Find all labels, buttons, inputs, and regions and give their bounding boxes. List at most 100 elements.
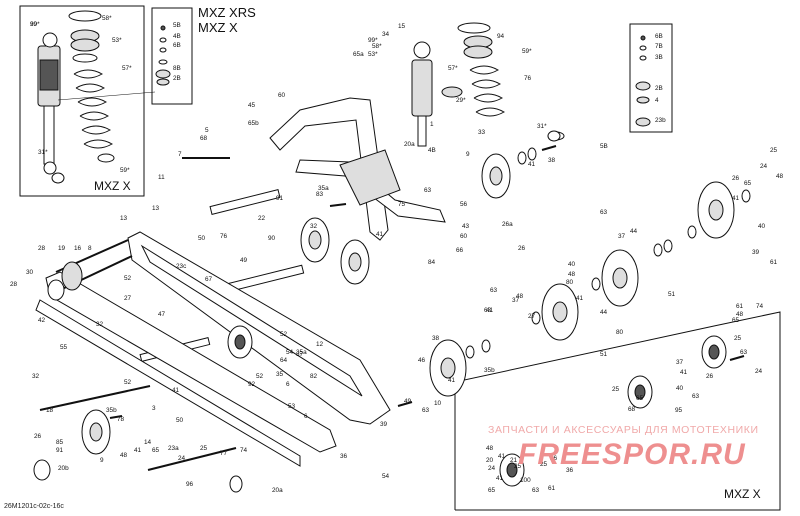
callout-label: 26 (518, 245, 526, 252)
callout-label: 61 (770, 259, 778, 266)
idler-wheel-g (697, 181, 735, 239)
callout-label: 4B (428, 147, 436, 154)
callout-label: 31* (537, 123, 547, 130)
leader-inset-left (57, 91, 156, 101)
callout-label: 45 (248, 102, 256, 109)
callout-label: 41 (134, 447, 142, 454)
callout-label: 94 (497, 33, 505, 40)
idler-wheel-inset-3 (499, 453, 525, 487)
callout-label: 39 (30, 21, 38, 28)
callout-label: 37 (296, 351, 304, 358)
inset-frame-bottom (454, 311, 781, 511)
callout-label: 32 (32, 373, 40, 380)
callout-label: 35 (276, 371, 284, 378)
callout-label: 63 (422, 407, 430, 414)
callout-label: 41 (376, 231, 384, 238)
callout-label: 48 (486, 445, 494, 452)
callout-label: 80 (616, 329, 624, 336)
callout-label: 33 (478, 129, 486, 136)
callout-label: 51 (600, 351, 608, 358)
callout-label: 48 (516, 293, 524, 300)
bearings-washers (465, 130, 751, 359)
callout-label: 52 (124, 379, 132, 386)
callout-label: 3B (655, 54, 663, 61)
callout-label: 91 (276, 195, 284, 202)
callout-label: 5B (173, 22, 181, 29)
callout-label: 42 (38, 317, 46, 324)
callout-label: 26a (502, 221, 513, 228)
callout-label: 76 (524, 75, 532, 82)
callout-label: 20 (486, 457, 494, 464)
callout-label: 48 (568, 271, 576, 278)
document-code: 26M1201c-02c-16c (4, 503, 64, 510)
callout-label: 92 (248, 381, 256, 388)
callout-label: 58* (372, 43, 382, 50)
callout-label: 28 (38, 245, 46, 252)
callout-label: 38 (432, 335, 440, 342)
callout-label: 48 (120, 452, 128, 459)
callout-label: 50 (176, 417, 184, 424)
callout-label: 24 (755, 368, 763, 375)
callout-label: 57* (122, 65, 132, 72)
callout-label: 13 (152, 205, 160, 212)
callout-label: 38 (548, 157, 556, 164)
callout-label: 21 (510, 457, 518, 464)
callout-label: 63 (424, 187, 432, 194)
watermark-text: ЗАПЧАСТИ И АКСЕССУАРЫ ДЛЯ МОТОТЕХНИКИ (488, 424, 759, 436)
idler-wheel-b (340, 239, 370, 285)
callout-label: 27 (528, 313, 536, 320)
rear-shock-inset (37, 32, 61, 175)
callout-label: 60 (278, 92, 286, 99)
callout-label: 25 (770, 147, 778, 154)
callout-label: 40 (676, 385, 684, 392)
slide-rail-left (127, 231, 391, 425)
callout-label: 22 (258, 215, 266, 222)
track-hardware (33, 261, 243, 493)
callout-label: 85 (56, 439, 64, 446)
callout-label: 18 (46, 407, 54, 414)
spring-main (457, 22, 565, 141)
callout-label: 49 (404, 398, 412, 405)
callout-label: 52 (124, 275, 132, 282)
callout-label: 52 (280, 331, 288, 338)
callout-label: 23a (168, 445, 179, 452)
callout-label: 7B (655, 43, 663, 50)
callout-label: 13 (120, 215, 128, 222)
idler-wheel-f (429, 339, 467, 397)
callout-label: 26 (732, 175, 740, 182)
callout-label: 61 (548, 485, 556, 492)
callout-label: 4B (173, 33, 181, 40)
valve-stack-2 (635, 35, 651, 127)
callout-label: 26 (706, 373, 714, 380)
callout-label: 36 (566, 467, 574, 474)
callout-label: 90 (268, 235, 276, 242)
callout-label: 56 (460, 201, 468, 208)
callout-label: 37 (618, 233, 626, 240)
callout-label: 100 (520, 477, 531, 484)
callout-label: 28 (10, 281, 18, 288)
callout-label: 77 (220, 450, 228, 457)
callout-label: 74 (240, 447, 248, 454)
callout-label: 35b (106, 407, 117, 414)
callout-label: 75 (398, 201, 406, 208)
callout-label: 67 (205, 276, 213, 283)
idler-wheel-h (81, 409, 111, 455)
callout-label: 15 (398, 23, 406, 30)
callout-label: 25 (734, 335, 742, 342)
callout-label: 80 (566, 279, 574, 286)
callout-label: 51 (668, 291, 676, 298)
callout-label: 41 (576, 295, 584, 302)
model-title-line1: MXZ XRS (198, 5, 256, 20)
callout-label: 20a (272, 487, 283, 494)
callout-label: 65 (152, 447, 160, 454)
callout-label: 7 (178, 151, 182, 158)
callout-label: 25 (612, 386, 620, 393)
callout-label: 26 (34, 433, 42, 440)
callout-label: 47 (158, 311, 166, 318)
callout-label: 65 (488, 487, 496, 494)
callout-label: 25 (540, 461, 548, 468)
callout-label: 41 (448, 377, 456, 384)
callout-label: 31* (38, 149, 48, 156)
callout-label: 59* (522, 48, 532, 55)
model-title-line2: MXZ X (198, 20, 238, 35)
